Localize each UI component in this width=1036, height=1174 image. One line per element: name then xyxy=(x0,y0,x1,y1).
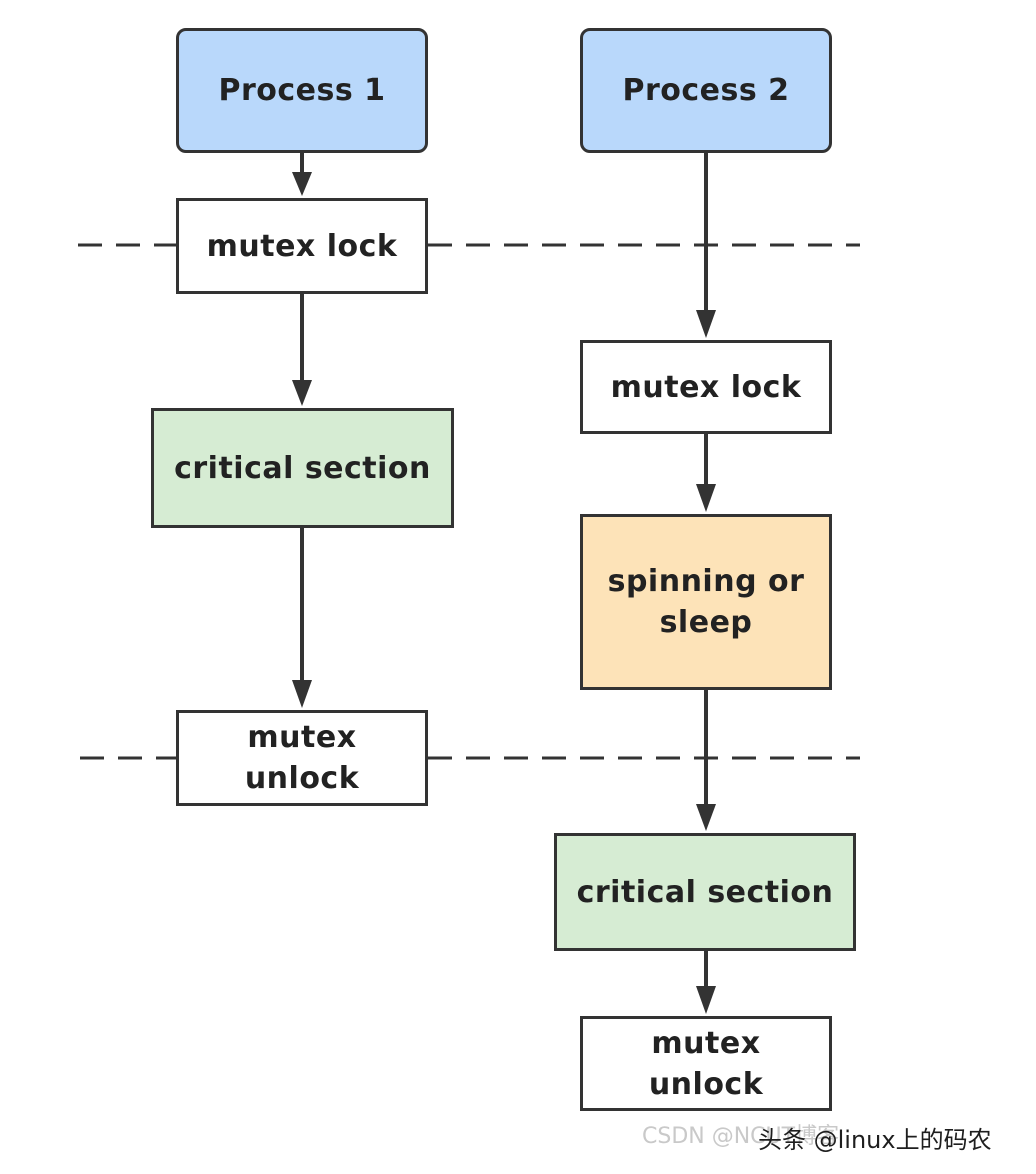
mutex-lock-label-2: mutex lock xyxy=(610,369,802,405)
spinning-or-sleep-node: spinning or sleep xyxy=(580,514,832,690)
process2-label: Process 2 xyxy=(622,73,790,108)
arrow-process1-to-lock1 xyxy=(292,153,312,196)
mutex-lock-node-1: mutex lock xyxy=(176,198,428,294)
spinning-or-sleep-label: spinning or sleep xyxy=(607,564,805,640)
arrow-lock1-to-critical1 xyxy=(292,294,312,406)
mutex-unlock-node-2: mutex unlock xyxy=(580,1016,832,1111)
mutex-unlock-node-1: mutex unlock xyxy=(176,710,428,806)
process1-label: Process 1 xyxy=(218,73,386,108)
arrow-critical2-to-unlock2 xyxy=(696,951,716,1014)
arrow-critical1-to-unlock1 xyxy=(292,528,312,708)
arrow-process2-to-lock2 xyxy=(696,153,716,338)
critical-section-node-1: critical section xyxy=(151,408,454,528)
mutex-unlock-label-1: mutex unlock xyxy=(244,720,360,796)
critical-section-label-1: critical section xyxy=(174,450,431,486)
arrow-spin2-to-critical2 xyxy=(696,690,716,831)
critical-section-label-2: critical section xyxy=(576,874,834,910)
mutex-unlock-label-2: mutex unlock xyxy=(648,1025,764,1102)
mutex-lock-label-1: mutex lock xyxy=(206,228,398,264)
critical-section-node-2: critical section xyxy=(554,833,856,951)
arrow-lock2-to-spin2 xyxy=(696,434,716,512)
toutiao-watermark: 头条 @linux上的码农 xyxy=(758,1126,992,1154)
mutex-lock-node-2: mutex lock xyxy=(580,340,832,434)
process1-node: Process 1 xyxy=(176,28,428,153)
process2-node: Process 2 xyxy=(580,28,832,153)
csdn-watermark: CSDN @NCUT博客 xyxy=(642,1124,840,1149)
